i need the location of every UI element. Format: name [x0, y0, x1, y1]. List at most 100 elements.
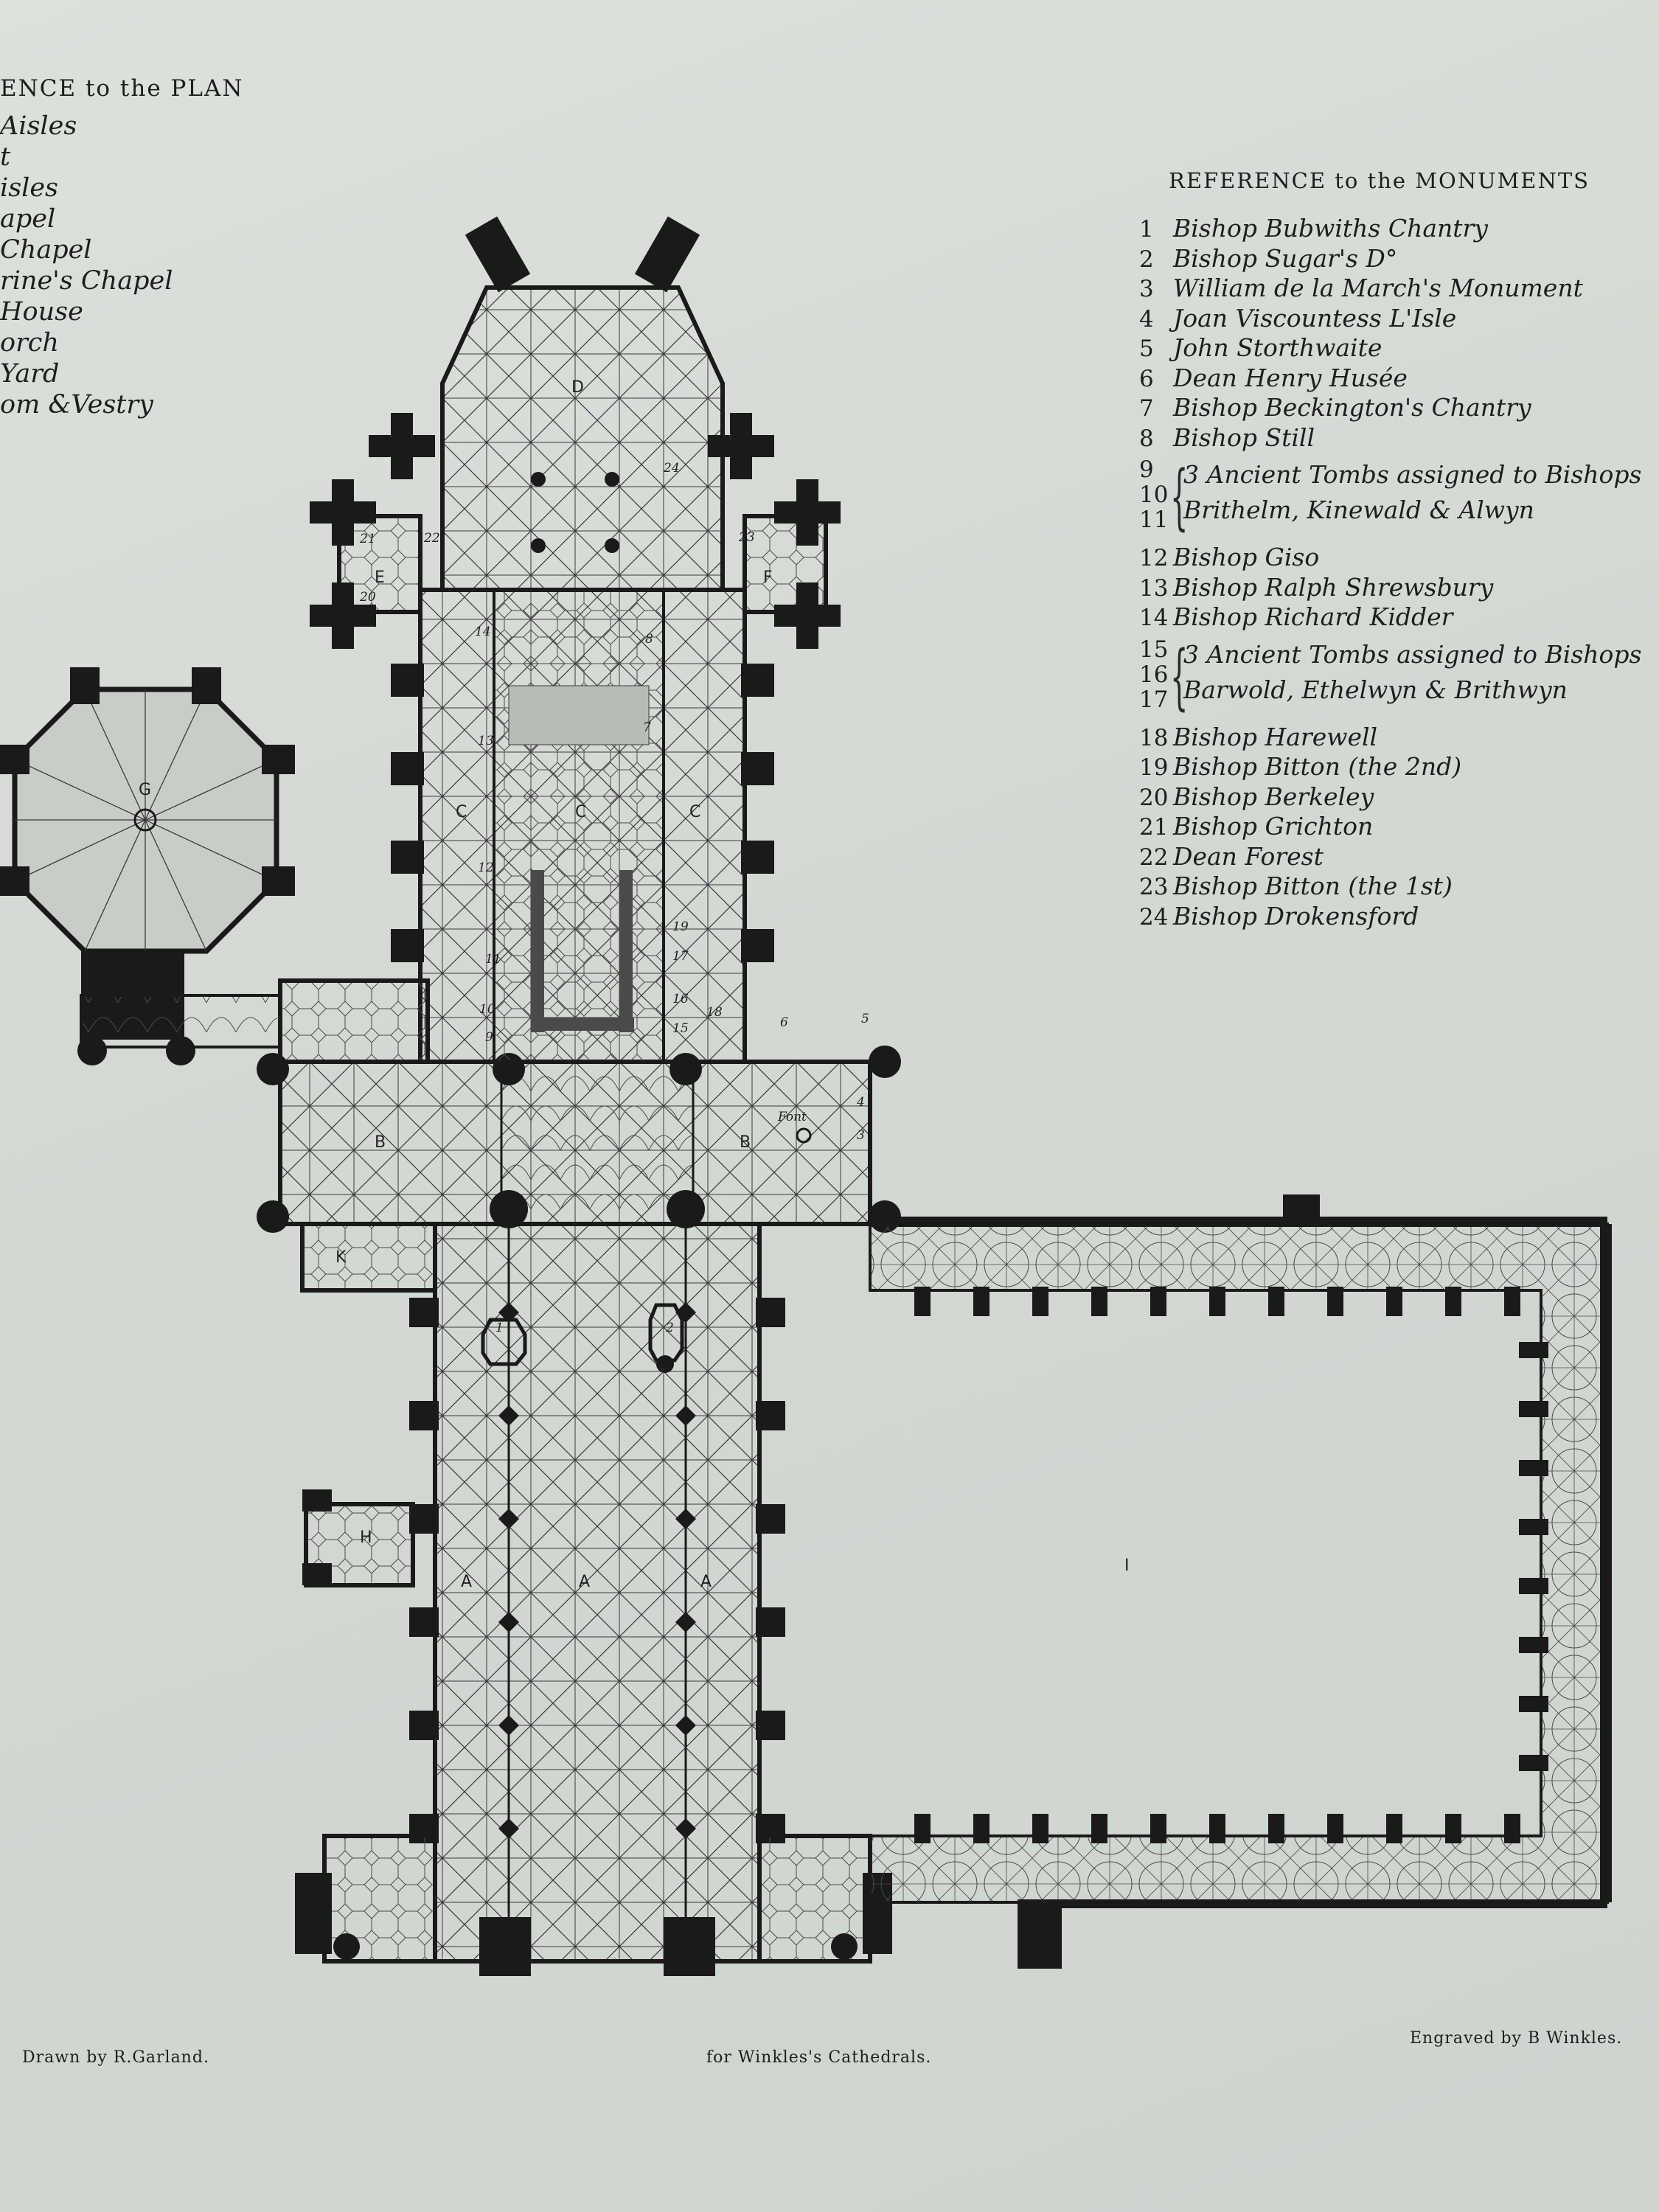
label-e: E: [375, 568, 385, 587]
monument-number: 20: [1139, 784, 1169, 811]
monument-number: 8: [1139, 425, 1154, 452]
plan-reference-item: orch: [0, 328, 59, 358]
choir-buttresses: [391, 664, 774, 962]
mon-num-17: 17: [672, 949, 689, 964]
monument-number: 1: [1139, 216, 1154, 243]
monument-name: Bishop Grichton: [1173, 812, 1374, 841]
mon-num-19: 19: [672, 919, 689, 934]
chantry-1: [481, 1318, 527, 1366]
mon-num-20: 20: [359, 590, 376, 605]
label-c-north: C: [456, 803, 467, 821]
plan-reference-item: Yard: [0, 359, 60, 389]
mon-num-2: 2: [665, 1321, 674, 1335]
nave-piers: [498, 1302, 696, 1839]
mon-num-9: 9: [485, 1030, 493, 1045]
mon-num-14: 14: [475, 625, 491, 639]
plan-monument-numbers: 1 2 3 4 5 6 7 8 9 10 11 12 13 14 15 16 1…: [359, 461, 869, 1335]
plan-reference-item: isles: [0, 173, 59, 203]
monument-number: 5: [1139, 335, 1154, 362]
monument-name: Bishop Beckington's Chantry: [1173, 393, 1531, 422]
monument-number: 22: [1139, 844, 1169, 871]
monument-number: 24: [1139, 903, 1169, 931]
label-a-centre: A: [579, 1573, 590, 1591]
plan-reference-item: Aisles: [0, 111, 77, 141]
monument-group-15-17: 15 16 17 { 3 Ancient Tombs assigned to B…: [1139, 633, 1648, 723]
mon-num-22: 22: [423, 531, 440, 546]
monument-reference-heading: REFERENCE to the MONUMENTS: [1169, 168, 1590, 193]
monument-name: Bishop Drokensford: [1173, 901, 1419, 931]
plan-reference-item: rine's Chapel: [0, 266, 173, 296]
mon-num-7: 7: [643, 720, 651, 735]
mon-num-24: 24: [663, 461, 680, 476]
monument-entry: 5 John Storthwaite: [1139, 333, 1648, 364]
label-d: D: [571, 378, 584, 397]
monument-name: Dean Forest: [1173, 841, 1324, 871]
monument-entry: 1 Bishop Bubwiths Chantry: [1139, 214, 1648, 244]
monument-name: Bishop Bitton (the 1st): [1173, 872, 1453, 900]
label-a-south: A: [700, 1573, 712, 1591]
nave-buttresses: [409, 1298, 785, 1843]
plan-reference-item: Chapel: [0, 235, 92, 265]
drawn-by-credit: Drawn by R.Garland.: [22, 2048, 209, 2067]
chantry-2: [648, 1303, 684, 1373]
mon-num-3: 3: [857, 1128, 865, 1143]
mon-num-5: 5: [861, 1012, 869, 1026]
monument-number: 7: [1139, 395, 1154, 422]
mon-num-23: 23: [738, 530, 755, 545]
monument-number: 16: [1139, 661, 1169, 688]
monument-group-line: Barwold, Ethelwyn & Brithwyn: [1183, 675, 1568, 704]
monument-number: 12: [1139, 545, 1169, 571]
mon-num-15: 15: [672, 1021, 689, 1036]
mon-num-13: 13: [478, 734, 494, 748]
monument-group-numbers: 9 10 11: [1139, 453, 1648, 532]
label-c-centre: C: [575, 803, 586, 821]
label-b-south: B: [740, 1133, 751, 1152]
monument-group-9-11: 9 10 11 { 3 Ancient Tombs assigned to Bi…: [1139, 453, 1648, 543]
plan-reference-item: om &Vestry: [0, 390, 153, 420]
mon-num-21: 21: [359, 532, 376, 546]
monument-group-numbers: 15 16 17: [1139, 633, 1648, 712]
monument-name: Bishop Bubwiths Chantry: [1173, 214, 1488, 243]
label-font: Font: [777, 1110, 807, 1124]
chapter-house: [0, 667, 295, 954]
monument-number: 23: [1139, 874, 1169, 900]
mon-num-16: 16: [672, 992, 689, 1006]
monument-number: 21: [1139, 814, 1169, 841]
chapel-crosses: [310, 413, 841, 649]
choir: [418, 588, 747, 1064]
plan-reference-item: House: [0, 297, 83, 327]
plan-reference-key: ENCE to the PLAN Aisles t isles apel Cha…: [0, 75, 310, 420]
label-b-north: B: [375, 1133, 386, 1152]
monument-name: John Storthwaite: [1173, 333, 1382, 362]
plan-reference-list: Aisles t isles apel Chapel rine's Chapel…: [0, 111, 310, 420]
monument-name: William de la March's Monument: [1173, 274, 1583, 302]
monument-name: Bishop Bitton (the 2nd): [1173, 752, 1462, 781]
monument-number: 17: [1139, 686, 1169, 713]
label-f: F: [763, 568, 773, 587]
monument-number: 11: [1139, 507, 1169, 533]
monument-number: 15: [1139, 636, 1169, 663]
label-a-north: A: [461, 1573, 472, 1591]
monument-number: 13: [1139, 574, 1169, 602]
monument-number: 10: [1139, 481, 1169, 508]
plan-reference-heading: ENCE to the PLAN: [0, 75, 244, 102]
mon-num-1: 1: [495, 1321, 504, 1335]
brace-glyph: {: [1170, 635, 1189, 718]
monument-number: 4: [1139, 305, 1154, 333]
monument-name: Bishop Berkeley: [1173, 782, 1374, 811]
monument-reference-key: REFERENCE to the MONUMENTS 1 Bishop Bubwi…: [1139, 168, 1648, 931]
monument-name: Bishop Sugar's D°: [1173, 243, 1398, 273]
label-g: G: [139, 781, 151, 799]
plan-reference-item: t: [0, 142, 11, 172]
room-k: [300, 1222, 437, 1293]
